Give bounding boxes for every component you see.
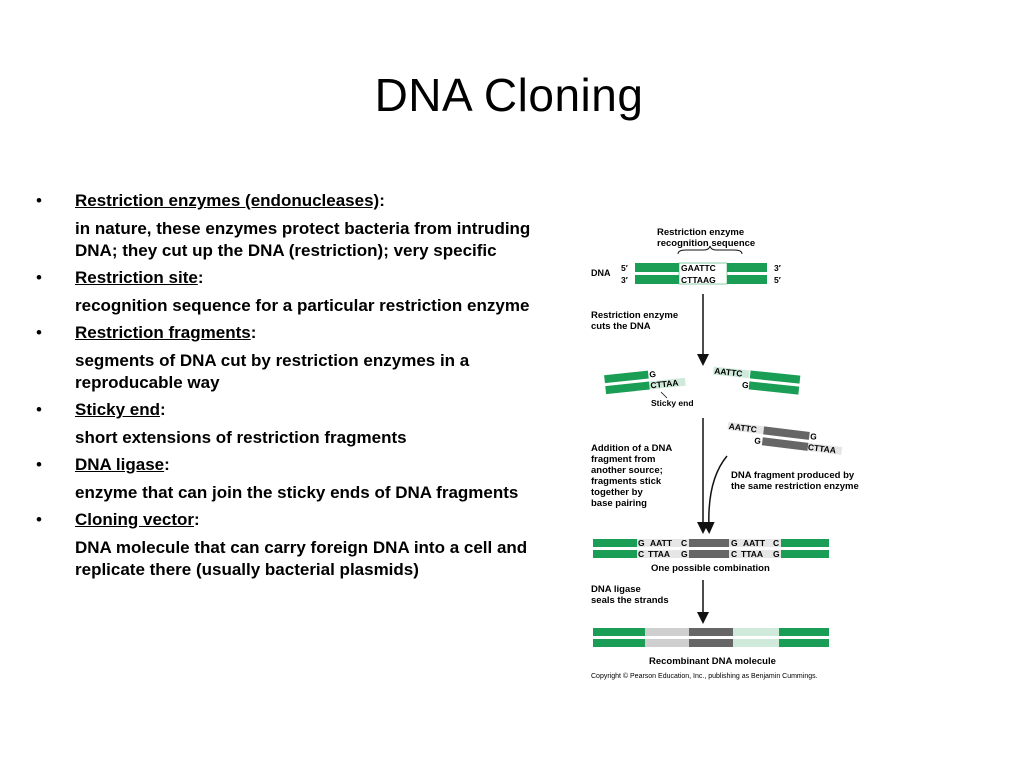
right-fragment: AATTC G <box>712 366 801 395</box>
definition: DNA molecule that can carry foreign DNA … <box>75 538 528 579</box>
fragment-right-bottom-seq: G <box>742 380 750 391</box>
combo-seq: AATT <box>650 538 673 548</box>
copyright-text: Copyright © Pearson Education, Inc., pub… <box>591 672 818 680</box>
bottom-sequence: CTTAAG <box>681 275 716 285</box>
list-item: • DNA ligase: enzyme that can join the s… <box>36 454 571 504</box>
addition-label-2: fragment from <box>591 454 655 465</box>
left-fragment: G CTTAA <box>604 369 686 395</box>
foreign-fragment: AATTC G CTTAA G <box>727 421 843 455</box>
dna-cloning-figure: Restriction enzyme recognition sequence … <box>585 222 885 682</box>
ligase-label-2: seals the strands <box>591 595 669 606</box>
cut-label: Restriction enzyme <box>591 310 678 321</box>
curved-arrow-icon <box>702 455 728 534</box>
five-prime-label: 5′ <box>621 263 628 273</box>
combo-label: One possible combination <box>651 563 770 574</box>
recog-label-2: recognition sequence <box>657 238 755 249</box>
brace-icon <box>677 245 743 255</box>
combo-seq: G <box>638 538 645 548</box>
bullet-icon: • <box>36 510 42 529</box>
recog-label: Restriction enzyme <box>657 227 744 238</box>
recombinant-strand <box>593 628 645 636</box>
combo-seq: C <box>681 538 687 548</box>
combo-seq: TTAA <box>741 549 763 559</box>
three-prime-right: 3′ <box>774 263 781 273</box>
ligase-label: DNA ligase <box>591 584 641 595</box>
produced-label-2: the same restriction enzyme <box>731 481 859 492</box>
term: Restriction enzymes (endonucleases): <box>75 191 385 210</box>
bullet-icon: • <box>36 268 42 287</box>
combo-seq: C <box>638 549 644 559</box>
bullet-icon: • <box>36 191 42 210</box>
combo-seq: G <box>681 549 688 559</box>
sticky-end-label: Sticky end <box>651 398 694 408</box>
five-prime-right: 5′ <box>774 275 781 285</box>
fragment-right-top-seq: AATTC <box>714 366 743 379</box>
produced-label: DNA fragment produced by <box>731 470 855 481</box>
definition: in nature, these enzymes protect bacteri… <box>75 219 531 260</box>
fragment-left-bottom-seq: CTTAA <box>650 377 679 390</box>
combo-seq: C <box>731 549 737 559</box>
term: DNA ligase: <box>75 455 170 474</box>
addition-label-5: together by <box>591 487 643 498</box>
cut-label-2: cuts the DNA <box>591 321 651 332</box>
definition: segments of DNA cut by restriction enzym… <box>75 351 470 392</box>
term: Cloning vector: <box>75 510 200 529</box>
list-item: • Restriction enzymes (endonucleases): i… <box>36 190 571 262</box>
addition-label: Addition of a DNA <box>591 443 672 454</box>
list-item: • Cloning vector: DNA molecule that can … <box>36 509 571 581</box>
pointer-line <box>660 391 668 399</box>
recombinant-label: Recombinant DNA molecule <box>649 656 776 667</box>
dna-strand-bottom-right <box>727 275 767 284</box>
foreign-left-g: G <box>754 435 762 446</box>
combo-strand <box>593 539 637 547</box>
addition-label-6: base pairing <box>591 498 647 509</box>
combo-seq: TTAA <box>648 549 670 559</box>
dna-strand-top-right <box>727 263 767 272</box>
definition: enzyme that can join the sticky ends of … <box>75 483 519 502</box>
combo-seq: C <box>773 538 779 548</box>
top-sequence: GAATTC <box>681 263 716 273</box>
addition-label-4: fragments stick <box>591 476 662 487</box>
dna-label: DNA <box>591 268 611 278</box>
term: Sticky end: <box>75 400 166 419</box>
definition: recognition sequence for a particular re… <box>75 296 530 315</box>
bullet-icon: • <box>36 400 42 419</box>
foreign-g-seq: G <box>810 431 818 442</box>
bullet-icon: • <box>36 455 42 474</box>
page-title: DNA Cloning <box>374 69 644 121</box>
foreign-top-seq: AATTC <box>728 421 757 434</box>
bullet-icon: • <box>36 323 42 342</box>
list-item: • Restriction fragments: segments of DNA… <box>36 322 571 394</box>
combo-seq: G <box>731 538 738 548</box>
foreign-bottom-seq: CTTAA <box>807 442 836 455</box>
figure-svg: Restriction enzyme recognition sequence … <box>591 227 859 680</box>
combo-seq: G <box>773 549 780 559</box>
list-item: • Restriction site: recognition sequence… <box>36 267 571 317</box>
three-prime-label: 3′ <box>621 275 628 285</box>
fragment-left-top-seq: G <box>649 369 657 380</box>
definition: short extensions of restriction fragment… <box>75 428 407 447</box>
bullet-list: • Restriction enzymes (endonucleases): i… <box>36 190 571 586</box>
term: Restriction fragments: <box>75 323 257 342</box>
recognition-site <box>678 262 728 285</box>
term: Restriction site: <box>75 268 204 287</box>
list-item: • Sticky end: short extensions of restri… <box>36 399 571 449</box>
combo-seq: AATT <box>743 538 766 548</box>
addition-label-3: another source; <box>591 465 663 476</box>
combo-strand <box>593 550 637 558</box>
